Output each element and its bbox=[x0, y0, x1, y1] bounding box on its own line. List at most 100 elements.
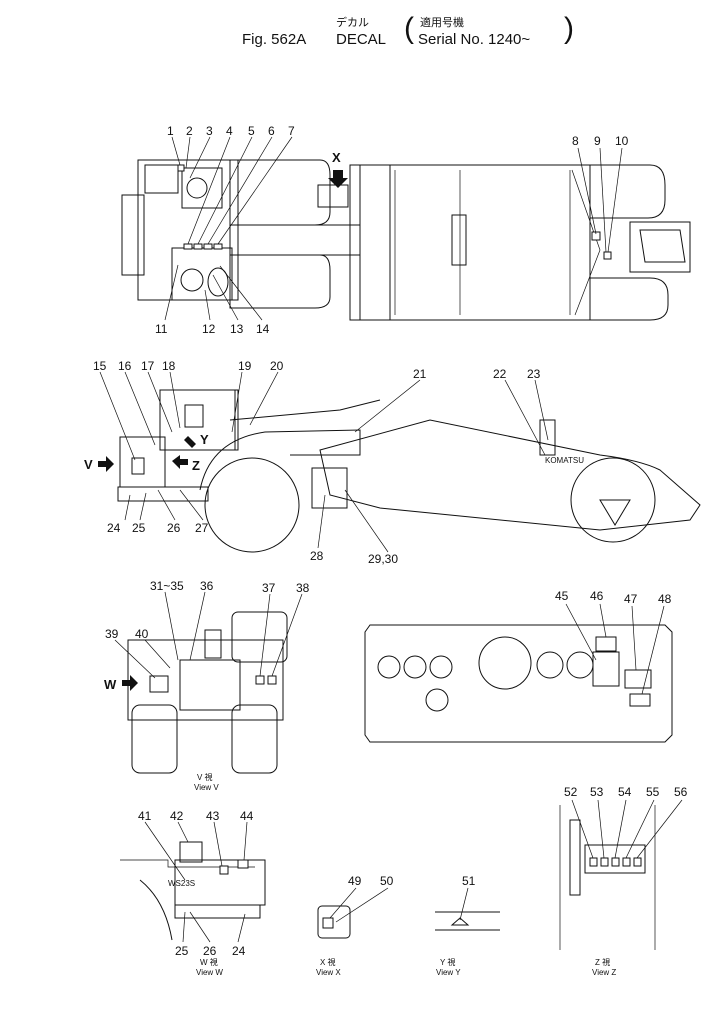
arrow-label-y: Y bbox=[200, 432, 209, 447]
callout: 31~35 bbox=[150, 579, 184, 593]
vv-tire-right bbox=[231, 704, 278, 774]
bowl-center bbox=[451, 214, 467, 266]
instrument-panel bbox=[364, 603, 673, 743]
vw-frame bbox=[174, 904, 261, 919]
vv-radiator bbox=[179, 659, 241, 711]
triangle-mark bbox=[599, 499, 631, 526]
decal-10 bbox=[603, 251, 612, 260]
decal-52 bbox=[589, 857, 598, 867]
callout: 23 bbox=[527, 367, 541, 381]
view-v-en: View V bbox=[194, 783, 219, 792]
decal-15 bbox=[131, 457, 145, 475]
decal-48 bbox=[629, 693, 651, 707]
top-tire-lower bbox=[229, 254, 331, 309]
callout: 9 bbox=[594, 134, 601, 148]
callout: 28 bbox=[310, 549, 324, 563]
callout: 1 bbox=[167, 124, 174, 138]
callout: 5 bbox=[248, 124, 255, 138]
title-jp: デカル bbox=[336, 17, 369, 29]
callout: 24 bbox=[107, 521, 121, 535]
tractor-body bbox=[137, 159, 239, 301]
arrow-label-w: W bbox=[104, 677, 117, 692]
rear-tire-upper bbox=[589, 164, 666, 219]
callout: 38 bbox=[296, 581, 310, 595]
cab-side bbox=[159, 389, 239, 451]
view-v: W V 視 View V bbox=[104, 591, 303, 792]
callout: 29,30 bbox=[368, 552, 398, 566]
view-y-en: View Y bbox=[436, 968, 461, 977]
engine-rear bbox=[121, 194, 145, 276]
callout: 6 bbox=[268, 124, 275, 138]
view-z: Z 視 View Z bbox=[559, 799, 683, 977]
gooseneck-beam bbox=[229, 224, 361, 256]
callout: 41 bbox=[138, 809, 152, 823]
side-view: KOMATSU V Y Z bbox=[84, 371, 701, 553]
callout: 10 bbox=[615, 134, 629, 148]
decal-53 bbox=[600, 857, 609, 867]
vv-cab bbox=[231, 611, 288, 663]
decal-44 bbox=[237, 859, 249, 869]
operator-area bbox=[171, 247, 233, 301]
callout: 19 bbox=[238, 359, 252, 373]
view-z-jp: Z 視 bbox=[595, 958, 610, 967]
decal-38 bbox=[267, 675, 277, 685]
callout: 39 bbox=[105, 627, 119, 641]
decal-43 bbox=[219, 865, 229, 875]
arrow-label-x: X bbox=[332, 150, 341, 165]
callout: 4 bbox=[226, 124, 233, 138]
decal-6 bbox=[203, 243, 213, 250]
decal-9 bbox=[591, 231, 601, 241]
callout-numbers: 1 2 3 4 5 6 7 8 9 10 11 12 13 14 15 16 1… bbox=[93, 124, 688, 958]
callout: 27 bbox=[195, 521, 209, 535]
callout: 25 bbox=[175, 944, 189, 958]
vz-panel bbox=[584, 844, 646, 874]
top-tire-upper bbox=[229, 159, 331, 226]
decal-56 bbox=[633, 857, 642, 867]
view-z-arrow-icon bbox=[172, 455, 188, 469]
callout: 49 bbox=[348, 874, 362, 888]
callout: 47 bbox=[624, 592, 638, 606]
callout: 56 bbox=[674, 785, 688, 799]
callout: 37 bbox=[262, 581, 276, 595]
callout: 44 bbox=[240, 809, 254, 823]
decal-49 bbox=[322, 917, 334, 929]
callout: 22 bbox=[493, 367, 507, 381]
callout: 50 bbox=[380, 874, 394, 888]
vw-tire-arc bbox=[139, 879, 173, 941]
arrow-label-v: V bbox=[84, 457, 93, 472]
callout: 11 bbox=[155, 322, 168, 336]
steering-wheel-upper bbox=[186, 177, 208, 199]
seat bbox=[207, 267, 229, 297]
callout: 53 bbox=[590, 785, 604, 799]
callout: 17 bbox=[141, 359, 155, 373]
view-x-en: View X bbox=[316, 968, 341, 977]
callout: 15 bbox=[93, 359, 107, 373]
panel-outline bbox=[364, 624, 673, 743]
vx-plate bbox=[317, 905, 351, 939]
decal-4 bbox=[183, 243, 193, 250]
view-w-arrow-icon bbox=[122, 675, 138, 691]
callout: 55 bbox=[646, 785, 660, 799]
callout: 54 bbox=[618, 785, 632, 799]
side-logo: KOMATSU bbox=[545, 456, 584, 465]
view-w-jp: W 視 bbox=[200, 958, 218, 967]
callout: 43 bbox=[206, 809, 220, 823]
callout: 52 bbox=[564, 785, 578, 799]
decal-39 bbox=[149, 675, 169, 693]
rear-tire-lower bbox=[589, 277, 669, 321]
decal-1 bbox=[177, 164, 185, 172]
callout: 36 bbox=[200, 579, 214, 593]
hitch-box bbox=[317, 184, 349, 208]
callout: 25 bbox=[132, 521, 146, 535]
vv-tire-left bbox=[131, 704, 178, 774]
arrow-label-z: Z bbox=[192, 458, 200, 473]
view-x: X 視 View X bbox=[316, 887, 389, 977]
callout: 48 bbox=[658, 592, 672, 606]
top-view: X bbox=[121, 136, 691, 321]
decal-54 bbox=[611, 857, 620, 867]
gooseneck-side bbox=[229, 399, 381, 421]
callout: 24 bbox=[232, 944, 246, 958]
fig-label: Fig. 562A bbox=[242, 31, 307, 48]
seat-area-upper bbox=[181, 167, 223, 209]
view-v-arrow-icon bbox=[98, 456, 114, 472]
